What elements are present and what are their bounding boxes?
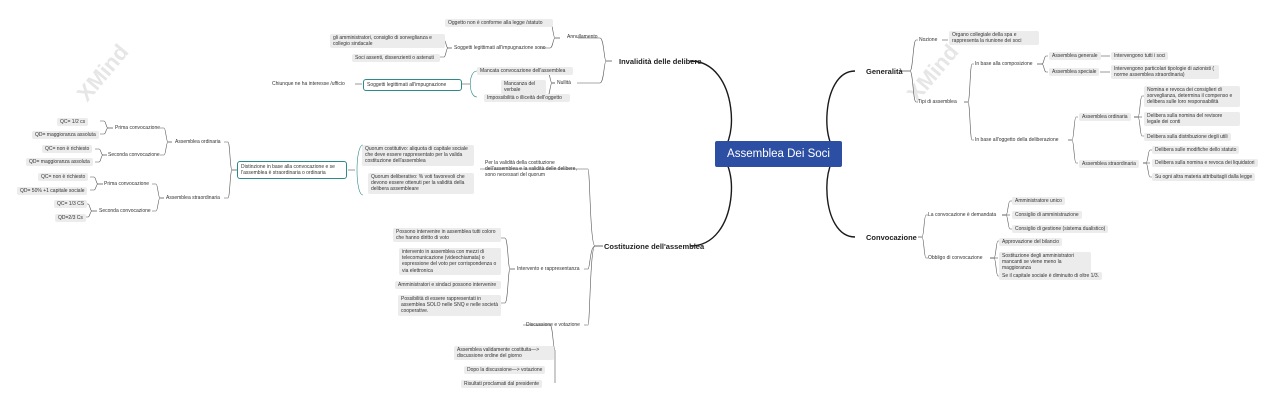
node-soggetti-impugnazione[interactable]: Soggetti legittimati all'impugnazione — [363, 79, 462, 92]
node-assemblea-speciale[interactable]: Assemblea speciale — [1049, 68, 1100, 77]
node-convocazione-demandata[interactable]: La convocazione è demandata — [928, 212, 997, 218]
node-rappresentati-snq[interactable]: Possibilità di essere rappresentati in a… — [398, 295, 501, 316]
node-mancanza-verbale[interactable]: Mancanza del verbale — [501, 80, 546, 95]
node-quorum-costitutivo[interactable]: Quorum costitutivo: aliquota di capitale… — [362, 145, 474, 166]
node-annullamento[interactable]: Annullamento — [567, 34, 598, 40]
node-annullamento-oggetto[interactable]: Oggetto non è conforme alla legge /statu… — [445, 19, 553, 28]
node-altra-materia[interactable]: Su ogni altra materia attribuitagli dall… — [1152, 173, 1256, 182]
node-mancata-convocazione[interactable]: Mancata convocazione dell'assemblea — [477, 67, 573, 76]
central-topic[interactable]: Assemblea Dei Soci — [715, 141, 842, 167]
node-discussione-votazione[interactable]: Discussione e votazione — [526, 322, 580, 328]
node-seconda-convocazione-straord[interactable]: Seconda convocazione — [99, 208, 151, 214]
node-telecomunicazione[interactable]: intervento in assemblea con mezzi di tel… — [399, 248, 501, 275]
node-modifiche-statuto[interactable]: Delibera sulle modifiche dello statuto — [1152, 146, 1240, 155]
node-amministratori-sorveglianza[interactable]: gli amministratori, consiglio di sorvegl… — [330, 34, 445, 49]
topic-invalidita[interactable]: Invalidità delle delibere — [619, 57, 702, 66]
topic-generalita[interactable]: Generalità — [866, 67, 903, 76]
topic-costituzione[interactable]: Costituzione dell'assemblea — [604, 242, 705, 251]
node-qd-straord-prima[interactable]: QD= 50% +1 capitale sociale — [17, 187, 88, 196]
node-capitale-diminuito[interactable]: Se il capitale sociale è diminuito di ol… — [999, 272, 1102, 281]
node-nomina-liquidatori[interactable]: Delibera sulla nomina e revoca dei liqui… — [1152, 159, 1258, 168]
node-dopo-discussione[interactable]: Dopo la discussione—> votazione — [464, 366, 546, 375]
node-assemblea-straordinaria[interactable]: Assemblea straordinaria — [166, 195, 220, 201]
node-nozione[interactable]: Nozione — [919, 37, 938, 43]
node-distribuzione-utili[interactable]: Delibera sulla distribuzione degli utili — [1144, 133, 1231, 142]
node-prima-convocazione-straord[interactable]: Prima convocazione — [104, 181, 150, 187]
node-possono-intervenire[interactable]: Possono intervenire in assemblea tutti c… — [393, 228, 501, 243]
node-chiunque-interesse[interactable]: Chiunque ne ha interesse /ufficio — [272, 81, 345, 87]
topic-convocazione[interactable]: Convocazione — [866, 233, 917, 242]
node-qc-ordinaria-prima[interactable]: QC= 1/2 cs — [57, 118, 89, 127]
node-qd-ordinaria-seconda[interactable]: QD= maggioranza assoluta — [26, 158, 93, 167]
node-soggetti-legittimati[interactable]: Soggetti legittimati all'impugnazione so… — [454, 45, 546, 51]
node-intervengono-tutti[interactable]: Intervengono tutti i soci — [1111, 52, 1169, 61]
node-distinzione-convocazione[interactable]: Distinzione in base alla convocazione e … — [237, 161, 347, 180]
node-soci-assenti[interactable]: Soci assenti, dissenzienti o astenuti — [352, 54, 440, 63]
node-amministratori-sindaci[interactable]: Amministratori e sindaci possono interve… — [395, 281, 501, 290]
node-assemblea-generale[interactable]: Assemblea generale — [1049, 52, 1101, 61]
node-in-base-composizione[interactable]: In base alla composizione — [975, 61, 1033, 67]
node-in-base-oggetto[interactable]: In base all'oggetto della deliberazione — [975, 137, 1059, 143]
node-obbligo-convocazione[interactable]: Obbligo di convocazione — [928, 255, 983, 261]
node-tipi-assemblea[interactable]: Tipi di assemblea — [918, 99, 957, 105]
node-qd-straord-seconda[interactable]: QD=2/3 Cs — [55, 214, 86, 223]
node-intervento-rappresentanza[interactable]: Intervento e rappresentanza — [517, 266, 580, 272]
node-consiglio-amministrazione[interactable]: Consiglio di amministrazione — [1012, 211, 1082, 220]
node-qd-ordinaria-prima[interactable]: QD= maggioranza assoluta — [32, 131, 99, 140]
node-gen-assemblea-ordinaria[interactable]: Assemblea ordinaria — [1079, 113, 1131, 122]
node-qc-ordinaria-seconda[interactable]: QC= non è richiesto — [42, 145, 93, 154]
node-quorum-deliberativo[interactable]: Quorum deliberativo: % voti favorevoli c… — [368, 173, 474, 194]
node-nomina-consiglieri[interactable]: Nomina e revoca dei consiglieri di sorve… — [1144, 86, 1240, 107]
node-consiglio-gestione[interactable]: Consiglio di gestione (sistema dualistic… — [1012, 225, 1109, 234]
node-intervengono-particolari[interactable]: Intervengono particolari tipologie di az… — [1111, 65, 1219, 80]
node-impossibilita-oggetto[interactable]: Impossibilità o illiceità dell'oggetto — [484, 94, 570, 103]
node-approvazione-bilancio[interactable]: Approvazione del bilancio — [999, 238, 1062, 247]
node-assemblea-ordinaria[interactable]: Assemblea ordinaria — [175, 139, 221, 145]
node-qc-straord-seconda[interactable]: QC= 1/3 CS — [54, 200, 88, 209]
node-qc-straord-prima[interactable]: QC= non è richiesto — [38, 173, 89, 182]
node-seconda-convocazione[interactable]: Seconda convocazione — [108, 152, 160, 158]
node-nullita[interactable]: Nullità — [557, 80, 571, 86]
node-nomina-revisore[interactable]: Delibera sulla nomina del revisore legal… — [1144, 112, 1240, 127]
node-amministratore-unico[interactable]: Amministratore unico — [1012, 197, 1065, 206]
node-sostituzione-amministratori[interactable]: Sostituzione degli amministratori mancan… — [999, 252, 1091, 273]
node-discussione-ordine-giorno[interactable]: Assemblea validamente costituita—> discu… — [454, 346, 554, 361]
node-prima-convocazione[interactable]: Prima convocazione — [115, 125, 161, 131]
node-gen-assemblea-straordinaria[interactable]: Assemblea straordinaria — [1079, 160, 1139, 169]
node-nozione-text[interactable]: Organo collegiale della spa e rappresent… — [949, 31, 1039, 46]
node-validita-quorum[interactable]: Per la validità della costituzione dell'… — [485, 160, 577, 179]
node-risultati-proclamati[interactable]: Risultati proclamati dal presidente — [461, 380, 543, 389]
